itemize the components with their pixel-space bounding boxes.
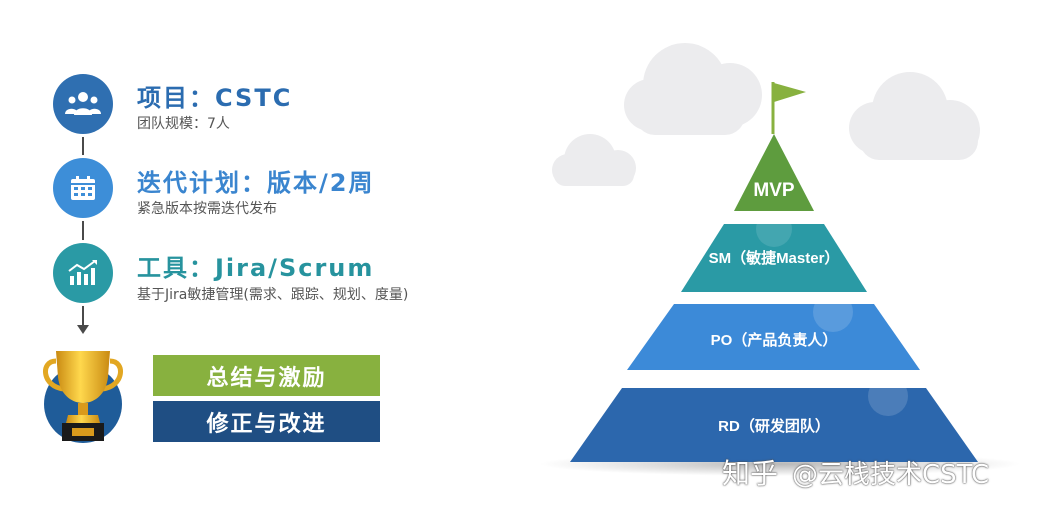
project-subtitle: 团队规模：7人 — [137, 116, 230, 132]
watermark-brand: 知乎 — [722, 457, 779, 490]
tools-subtitle: 基于Jira敏捷管理(需求、跟踪、规划、度量) — [137, 287, 409, 303]
pyramid-level-rd — [570, 388, 978, 462]
summary-incentive-button[interactable]: 总结与激励 — [153, 355, 380, 396]
cloud-icon — [552, 134, 636, 186]
calendar-icon — [53, 158, 113, 218]
role-pyramid: MVP SM（敏捷Master） PO（产品负责人） RD（研发团队） — [540, 43, 1020, 476]
timeline-connector — [82, 126, 84, 326]
trophy-icon — [43, 351, 123, 441]
team-icon — [53, 74, 113, 134]
cloud-icon — [624, 43, 762, 135]
bar-chart-icon — [53, 243, 113, 303]
fix-improve-button[interactable]: 修正与改进 — [153, 401, 380, 442]
cloud-icon — [849, 72, 980, 160]
watermark: 知乎 @云栈技术CSTC — [722, 452, 989, 492]
tools-title: 工具：Jira/Scrum — [137, 254, 375, 282]
pyramid-level-sm — [681, 224, 867, 292]
pyramid-label-sm: SM（敏捷Master） — [709, 249, 840, 267]
pyramid-label-mvp: MVP — [753, 180, 795, 201]
pyramid-level-po — [627, 304, 920, 370]
pyramid-level-mvp — [734, 134, 814, 211]
iteration-plan-subtitle: 紧急版本按需迭代发布 — [137, 201, 277, 217]
arrow-down-icon — [77, 325, 89, 334]
watermark-handle: @云栈技术CSTC — [792, 460, 990, 490]
project-title: 项目：CSTC — [137, 84, 293, 112]
pyramid-label-rd: RD（研发团队） — [718, 417, 830, 435]
flag-icon — [774, 83, 806, 102]
pyramid-label-po: PO（产品负责人） — [711, 331, 838, 349]
iteration-plan-title: 迭代计划：版本/2周 — [137, 169, 375, 197]
